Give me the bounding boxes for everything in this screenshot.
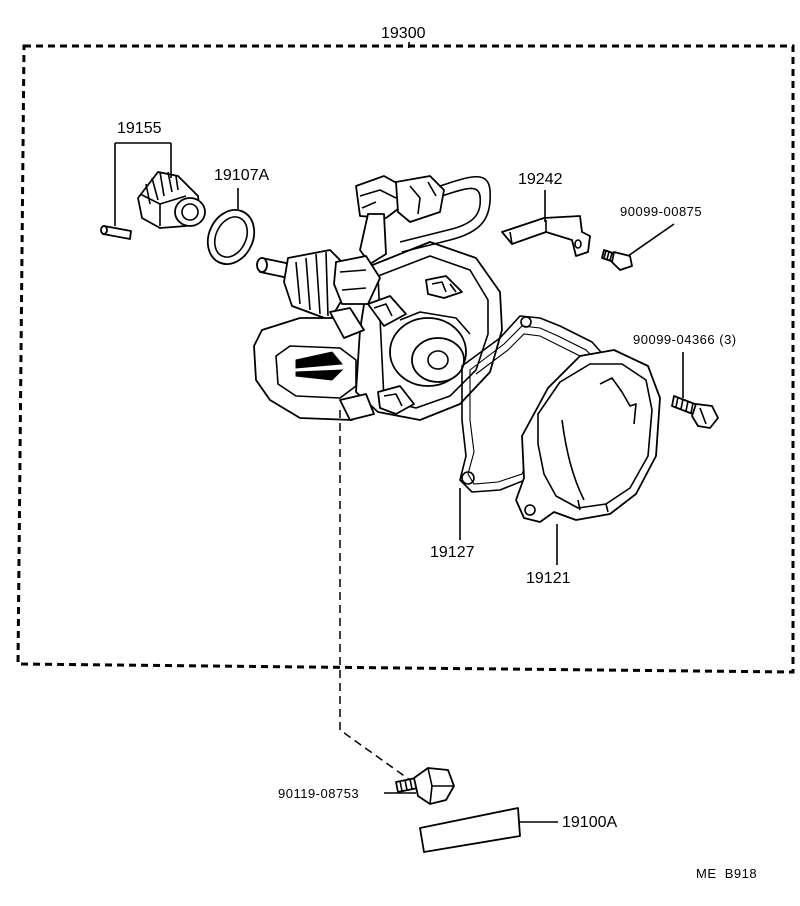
label-screw-side: 90099-04366 (3) [633,332,737,347]
assembly-boundary [16,44,795,674]
install-line [339,410,411,781]
label-bolt: 90119-08753 [278,786,359,801]
part-label-plate [419,807,521,853]
part-bracket [501,215,591,257]
label-plate: 19100A [562,814,617,831]
leader-gear [114,142,172,226]
part-screw-top [601,249,633,271]
leader-screw-top [627,223,675,257]
label-assembly: 19300 [381,25,426,42]
part-bolt [395,767,455,805]
part-distributor-body [253,175,503,421]
label-cap: 19121 [526,570,571,587]
label-oring: 19107A [214,167,269,184]
part-oring [206,209,256,265]
part-gear [100,171,206,240]
part-cap [515,349,661,523]
label-screw-top: 90099-00875 [620,204,702,219]
label-bracket: 19242 [518,171,563,188]
part-screw-side [671,395,719,429]
label-gasket: 19127 [430,544,475,561]
label-gear: 19155 [117,120,162,137]
figure-code: ME B918 [696,866,757,881]
